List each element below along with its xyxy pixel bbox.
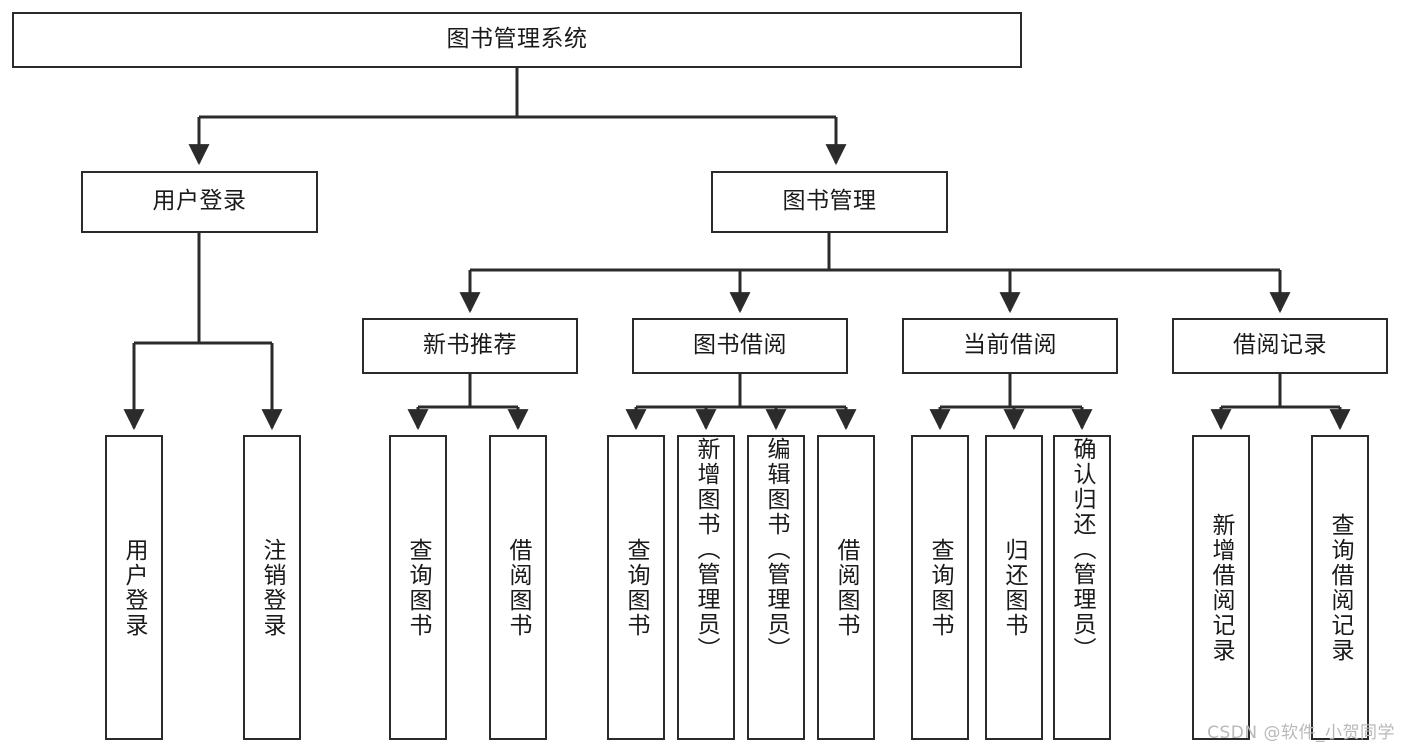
- node-leaf-query-book-2[interactable]: 查询图书: [607, 435, 665, 740]
- node-current-borrow-label: 当前借阅: [963, 332, 1057, 359]
- node-leaf-add-record-label: 新增借阅记录: [1208, 512, 1235, 663]
- node-leaf-return-book[interactable]: 归还图书: [985, 435, 1043, 740]
- node-book-manage[interactable]: 图书管理: [711, 171, 948, 233]
- node-leaf-query-record-label: 查询借阅记录: [1327, 512, 1354, 663]
- node-book-borrow-label: 图书借阅: [693, 332, 787, 359]
- node-leaf-user-login[interactable]: 用户登录: [105, 435, 163, 740]
- node-leaf-borrow-book-2-label: 借阅图书: [833, 537, 860, 638]
- node-leaf-query-book-2-label: 查询图书: [623, 537, 650, 638]
- node-user-login-label: 用户登录: [152, 188, 247, 215]
- node-current-borrow[interactable]: 当前借阅: [902, 318, 1118, 374]
- node-book-manage-label: 图书管理: [782, 188, 877, 215]
- node-leaf-query-book-1[interactable]: 查询图书: [389, 435, 447, 740]
- node-leaf-query-book-1-label: 查询图书: [405, 537, 432, 638]
- node-book-borrow[interactable]: 图书借阅: [632, 318, 848, 374]
- node-leaf-add-book[interactable]: 新增图书（管理员）: [677, 435, 735, 740]
- node-leaf-query-book-3[interactable]: 查询图书: [911, 435, 969, 740]
- node-leaf-logout-label: 注销登录: [259, 537, 286, 638]
- node-leaf-borrow-book-2[interactable]: 借阅图书: [817, 435, 875, 740]
- node-borrow-record-label: 借阅记录: [1233, 332, 1327, 359]
- node-leaf-edit-book-label: 编辑图书（管理员）: [763, 437, 790, 662]
- node-leaf-query-record[interactable]: 查询借阅记录: [1311, 435, 1369, 740]
- node-leaf-edit-book[interactable]: 编辑图书（管理员）: [747, 435, 805, 740]
- node-leaf-add-book-label: 新增图书（管理员）: [693, 437, 720, 662]
- node-leaf-logout[interactable]: 注销登录: [243, 435, 301, 740]
- csdn-watermark: CSDN @软件_小贺同学: [1207, 723, 1395, 743]
- node-leaf-user-login-label: 用户登录: [121, 537, 148, 638]
- node-leaf-borrow-book-1-label: 借阅图书: [505, 537, 532, 638]
- node-leaf-confirm-return-label: 确认归还（管理员）: [1069, 437, 1096, 662]
- node-new-book-rec-label: 新书推荐: [423, 332, 517, 359]
- node-leaf-query-book-3-label: 查询图书: [927, 537, 954, 638]
- node-root[interactable]: 图书管理系统: [12, 12, 1022, 68]
- node-leaf-add-record[interactable]: 新增借阅记录: [1192, 435, 1250, 740]
- node-user-login[interactable]: 用户登录: [81, 171, 318, 233]
- node-leaf-borrow-book-1[interactable]: 借阅图书: [489, 435, 547, 740]
- node-leaf-confirm-return[interactable]: 确认归还（管理员）: [1053, 435, 1111, 740]
- node-borrow-record[interactable]: 借阅记录: [1172, 318, 1388, 374]
- node-root-label: 图书管理系统: [446, 26, 588, 53]
- node-leaf-return-book-label: 归还图书: [1001, 537, 1028, 638]
- node-new-book-rec[interactable]: 新书推荐: [362, 318, 578, 374]
